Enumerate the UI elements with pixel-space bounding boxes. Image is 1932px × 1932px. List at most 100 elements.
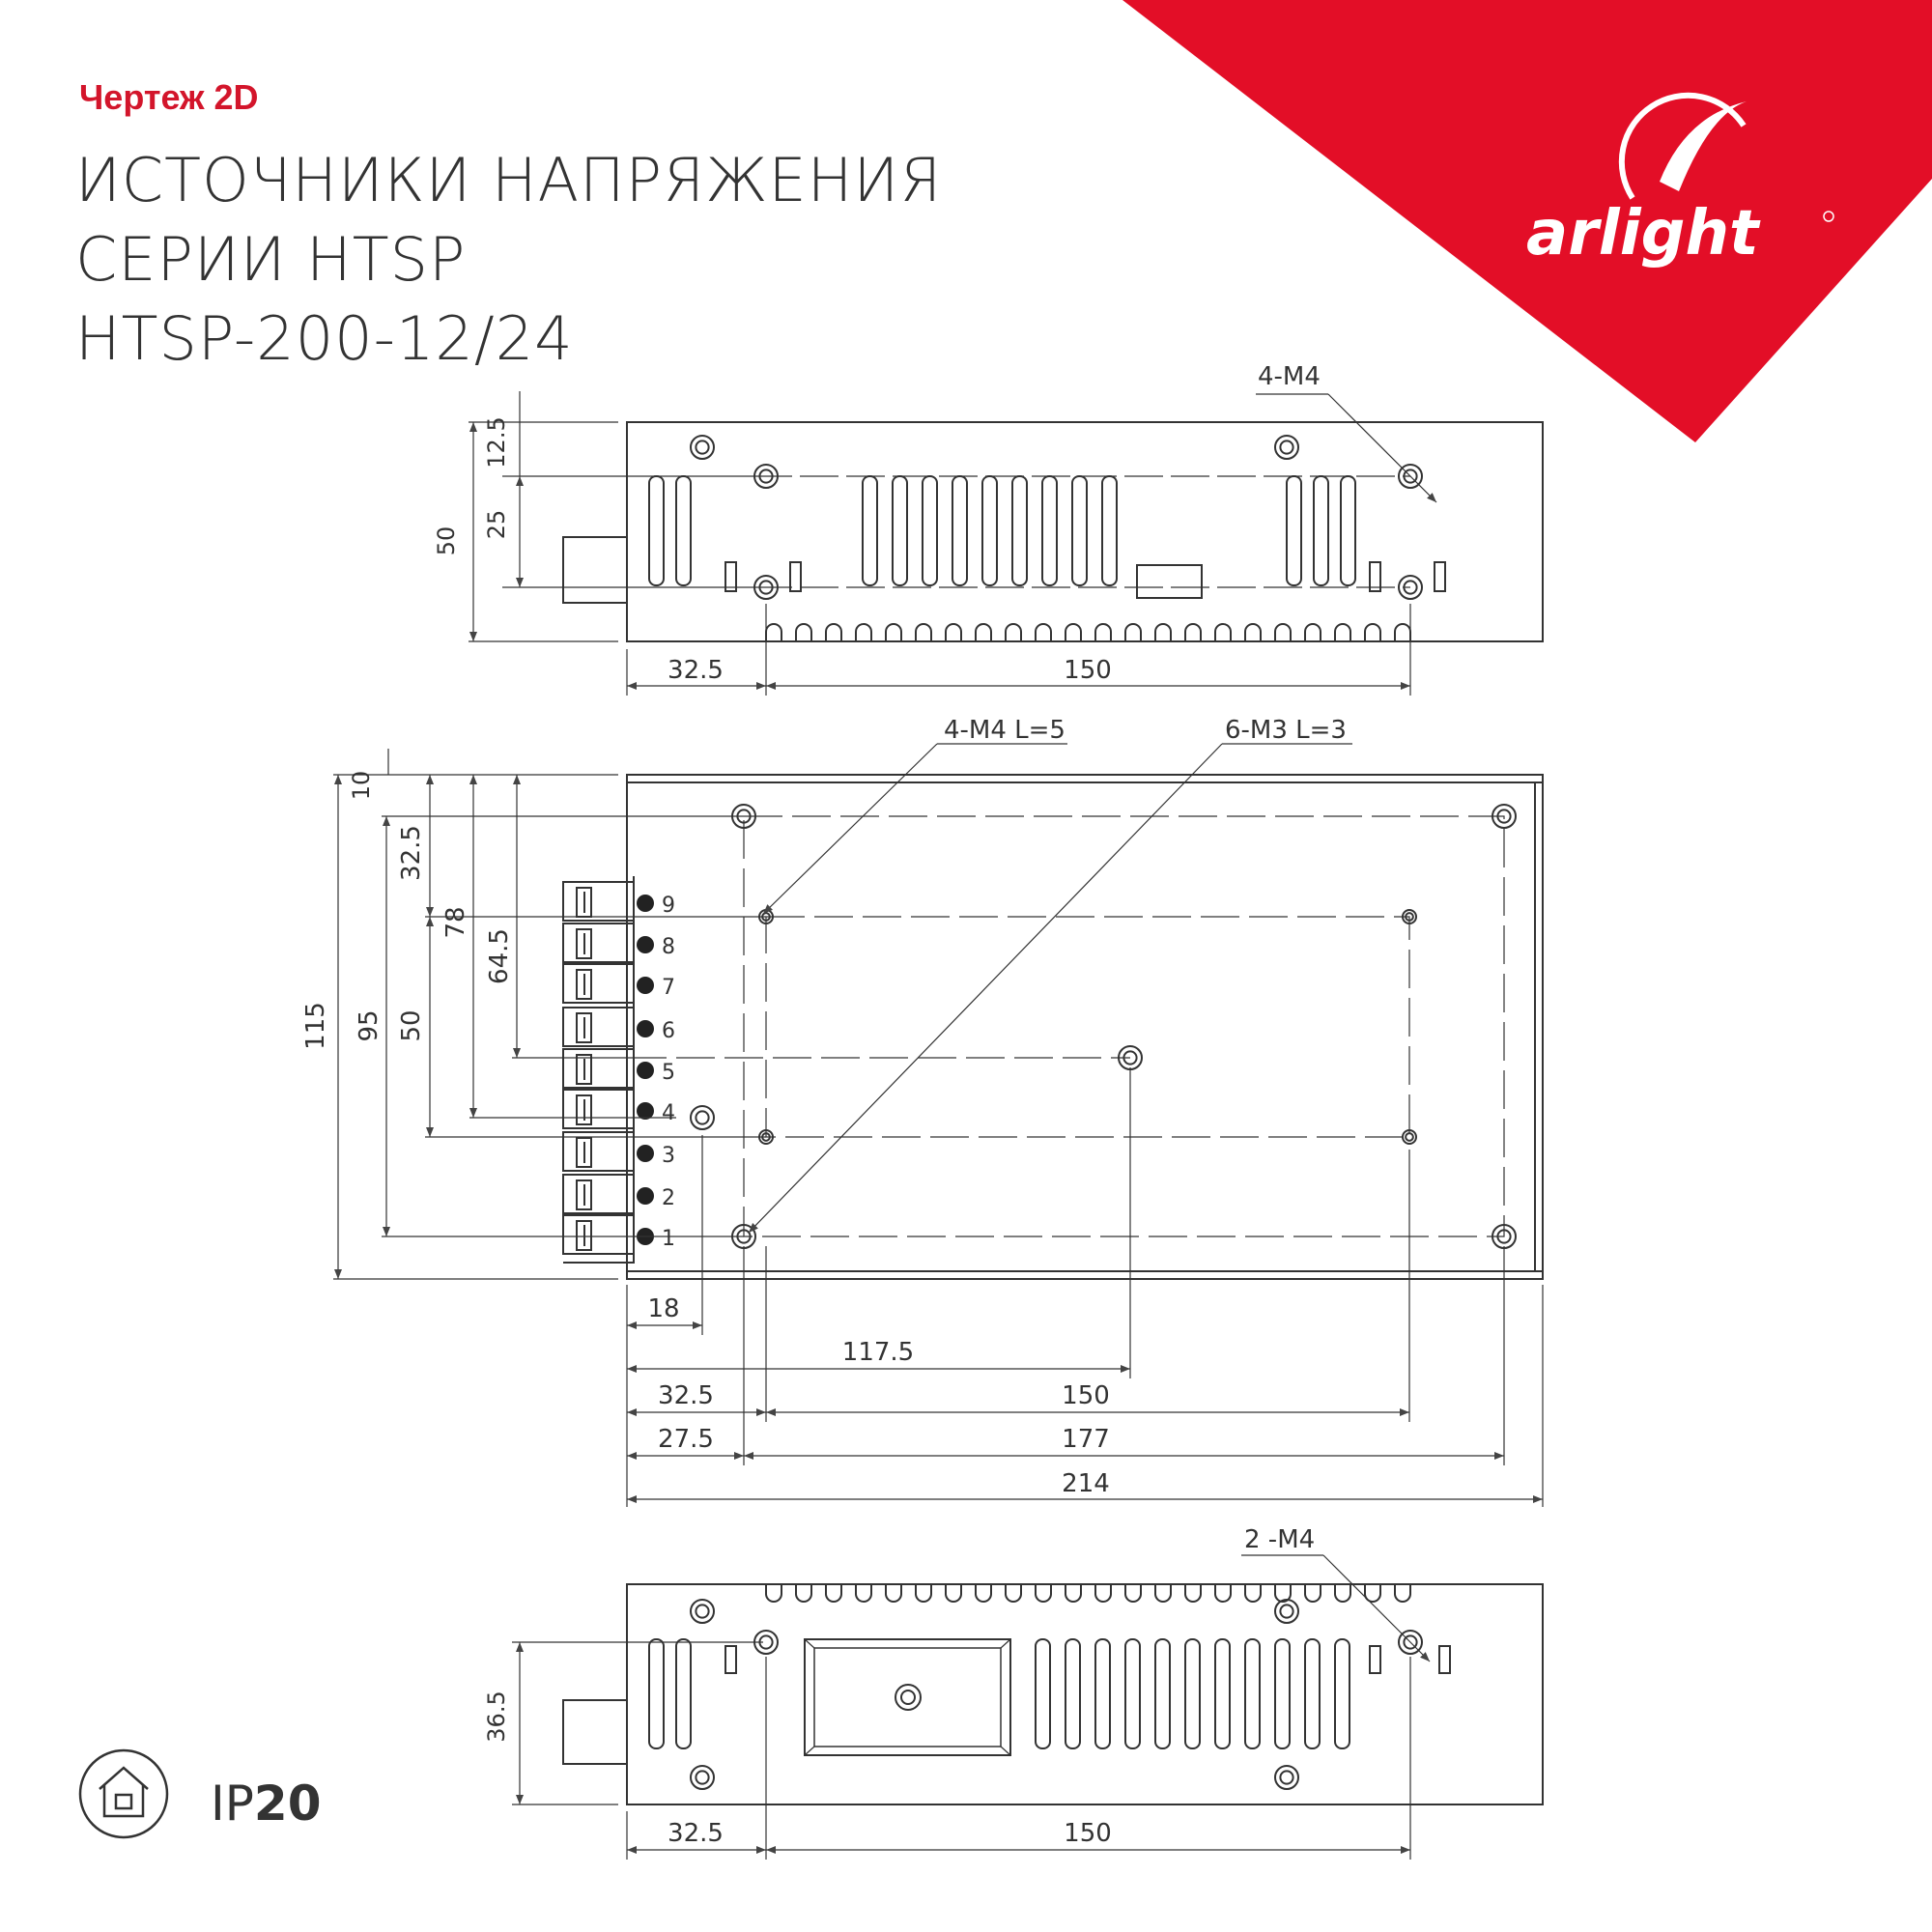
callout-label: 6-M3 L=3 xyxy=(1225,716,1347,745)
house-icon xyxy=(78,1748,169,1839)
terminal-number: 8 xyxy=(662,935,675,959)
ip-prefix: IP xyxy=(211,1776,254,1832)
dim-label: 150 xyxy=(1064,656,1112,685)
vent-slot xyxy=(892,475,908,586)
screw-hole xyxy=(690,1105,715,1130)
terminal-cell xyxy=(562,1048,635,1089)
terminal-number: 7 xyxy=(662,976,675,1000)
screw-hole-inner xyxy=(1496,1229,1512,1244)
terminal-screw-slot xyxy=(576,1054,592,1085)
terminal-contact xyxy=(637,936,654,953)
screw-hole-inner xyxy=(695,1770,710,1785)
screw-hole xyxy=(1492,804,1517,829)
screw-hole xyxy=(1274,1599,1299,1624)
dim-label: 95 xyxy=(355,1009,384,1041)
dim-label: 32.5 xyxy=(668,656,724,685)
terminal-screw-slot xyxy=(576,928,592,959)
model-name: HTSP-200-12/24 xyxy=(75,303,574,374)
arlight-swoosh-logo xyxy=(1618,92,1747,200)
vent-slot xyxy=(1101,475,1118,586)
dim-label: 25 xyxy=(483,510,510,540)
front-dim-labels: 115 95 50 10 32.5 78 64.5 18 117.5 32.5 … xyxy=(301,716,1347,1498)
terminal-cell xyxy=(562,1214,635,1255)
screw-hole-inner xyxy=(1279,440,1294,455)
vent-slot xyxy=(1334,1638,1350,1749)
terminal-number: 3 xyxy=(662,1144,675,1168)
dim-label: 36.5 xyxy=(483,1690,510,1742)
vent-slot xyxy=(1124,1638,1141,1749)
dim-label: 64.5 xyxy=(485,928,514,984)
dim-label: 115 xyxy=(301,1002,330,1050)
terminal-cell xyxy=(562,1174,635,1214)
vent-slot xyxy=(1154,1638,1171,1749)
screw-hole-inner xyxy=(1405,912,1414,922)
dim-label: 150 xyxy=(1062,1381,1110,1410)
drawing-type-label: Чертеж 2D xyxy=(79,77,259,117)
title-line-2: СЕРИИ HTSP xyxy=(75,224,467,295)
dim-label: 150 xyxy=(1064,1819,1112,1848)
top-view xyxy=(469,391,1544,696)
terminal-screw-slot xyxy=(576,1220,592,1251)
screw-hole-inner xyxy=(1279,1770,1294,1785)
terminal-screw-slot xyxy=(576,1179,592,1210)
vent-slot xyxy=(1011,475,1028,586)
dim-label: 50 xyxy=(397,1009,426,1041)
dim-label: 32.5 xyxy=(397,825,426,881)
terminal-cell xyxy=(562,963,635,1004)
terminal-number: 6 xyxy=(662,1019,675,1043)
dim-label: 27.5 xyxy=(658,1425,714,1454)
terminal-number: 4 xyxy=(662,1101,675,1125)
terminal-cell xyxy=(562,1007,635,1047)
terminal-contact xyxy=(637,895,654,912)
screw-hole xyxy=(1274,1765,1299,1790)
title-line-1: ИСТОЧНИКИ НАПРЯЖЕНИЯ xyxy=(75,145,943,215)
vent-slot xyxy=(1041,475,1058,586)
brand-banner: arlight xyxy=(1122,0,1932,442)
terminal-number: 9 xyxy=(662,894,675,918)
dim-label: 117.5 xyxy=(842,1338,914,1367)
screw-hole-inner xyxy=(1403,1634,1418,1650)
screw-hole xyxy=(1402,909,1417,924)
dim-label: 32.5 xyxy=(668,1819,724,1848)
terminal-contact xyxy=(637,1187,654,1205)
vent-slot xyxy=(952,475,968,586)
vent-slot xyxy=(922,475,938,586)
dim-label: 32.5 xyxy=(658,1381,714,1410)
vent-slot xyxy=(981,475,998,586)
terminal-number: 1 xyxy=(662,1227,675,1251)
callout-label: 4-M4 xyxy=(1258,362,1321,391)
screw-hole xyxy=(1398,464,1423,489)
screw-hole-inner xyxy=(1496,809,1512,824)
vent-slot xyxy=(862,475,878,586)
bottom-view xyxy=(512,1554,1544,1860)
dim-label: 10 xyxy=(348,771,375,801)
screw-hole-inner xyxy=(1279,1604,1294,1619)
callout-label: 2 -M4 xyxy=(1244,1525,1315,1554)
ip-rating: IP20 xyxy=(211,1776,322,1832)
screw-hole xyxy=(690,1765,715,1790)
terminal-screw-slot xyxy=(576,969,592,1000)
terminal-cell xyxy=(562,1089,635,1129)
brand-logo-text: arlight xyxy=(1526,198,1761,270)
screw-hole-inner xyxy=(1122,1050,1138,1065)
vent-slot xyxy=(1094,1638,1111,1749)
terminal-contact xyxy=(637,1062,654,1079)
vent-slot xyxy=(1035,1638,1051,1749)
screw-hole-inner xyxy=(695,440,710,455)
screw-hole xyxy=(690,435,715,460)
terminal-screw-slot xyxy=(576,1137,592,1168)
screw-hole xyxy=(1402,1129,1417,1145)
terminal-screw-slot xyxy=(576,1094,592,1125)
terminal-contact xyxy=(637,1102,654,1120)
vent-slot xyxy=(1184,1638,1201,1749)
vent-slot xyxy=(1244,1638,1261,1749)
vent-slot xyxy=(1304,1638,1321,1749)
terminal-screw-slot xyxy=(576,1012,592,1043)
terminal-contact xyxy=(637,977,654,994)
vent-slot xyxy=(1274,1638,1291,1749)
dim-label: 78 xyxy=(441,906,470,938)
screw-hole xyxy=(690,1599,715,1624)
dim-label: 50 xyxy=(433,526,460,556)
screw-hole-inner xyxy=(695,1110,710,1125)
